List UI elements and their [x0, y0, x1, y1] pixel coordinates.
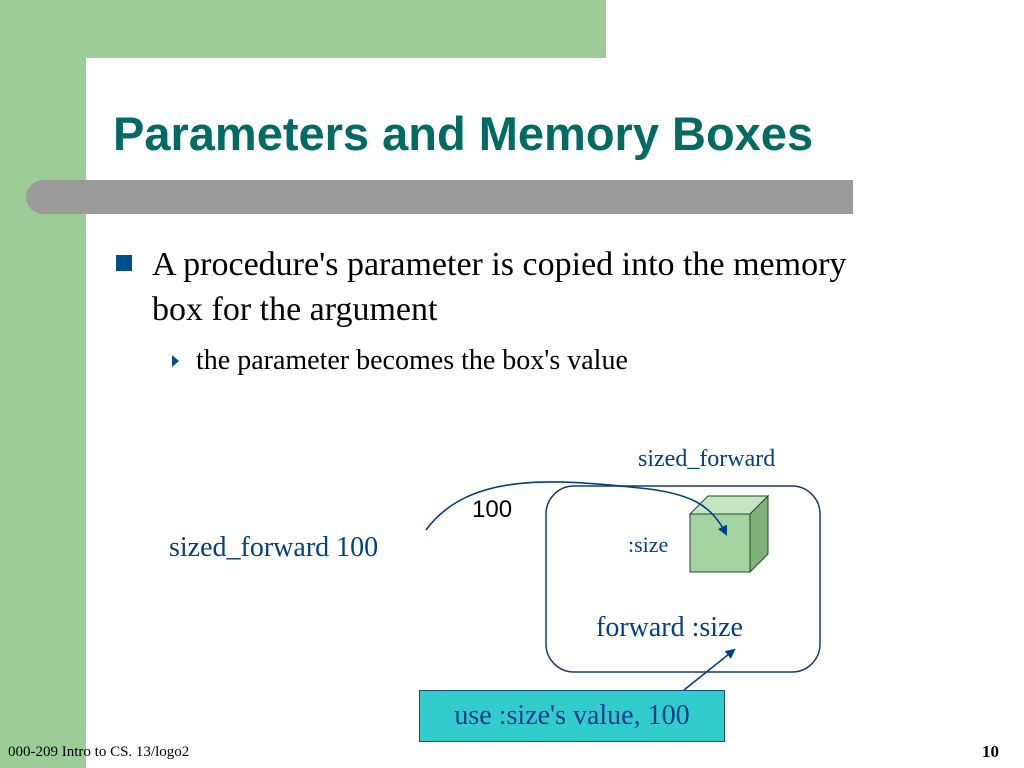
procedure-call-label: sized_forward 100 [169, 532, 379, 563]
sub-bullet-text: the parameter becomes the box's value [196, 345, 628, 376]
value-copy-arrow [425, 481, 728, 536]
title-divider [26, 180, 853, 214]
slide-title: Parameters and Memory Boxes [113, 107, 814, 160]
footer-course: 000-209 Intro to CS. 13/logo2 [8, 744, 190, 760]
procedure-frame [545, 485, 821, 673]
argument-value-label: 100 [472, 496, 513, 523]
parameter-label: :size [628, 532, 669, 557]
square-bullet-icon [116, 255, 132, 271]
bullet-text: A procedure's parameter is copied into t… [152, 246, 847, 328]
green-top-band [86, 0, 606, 58]
page-number: 10 [982, 742, 999, 761]
triangle-bullet-icon [172, 355, 179, 367]
note-pointer-arrow [683, 648, 736, 691]
value-note-box: use :size's value, 100 [419, 690, 725, 742]
procedure-name-label: sized_forward [638, 446, 776, 472]
content-panel [86, 58, 1024, 768]
green-side-band [0, 0, 86, 768]
procedure-body-label: forward :size [596, 612, 743, 643]
memory-box-cube-icon [688, 494, 770, 574]
